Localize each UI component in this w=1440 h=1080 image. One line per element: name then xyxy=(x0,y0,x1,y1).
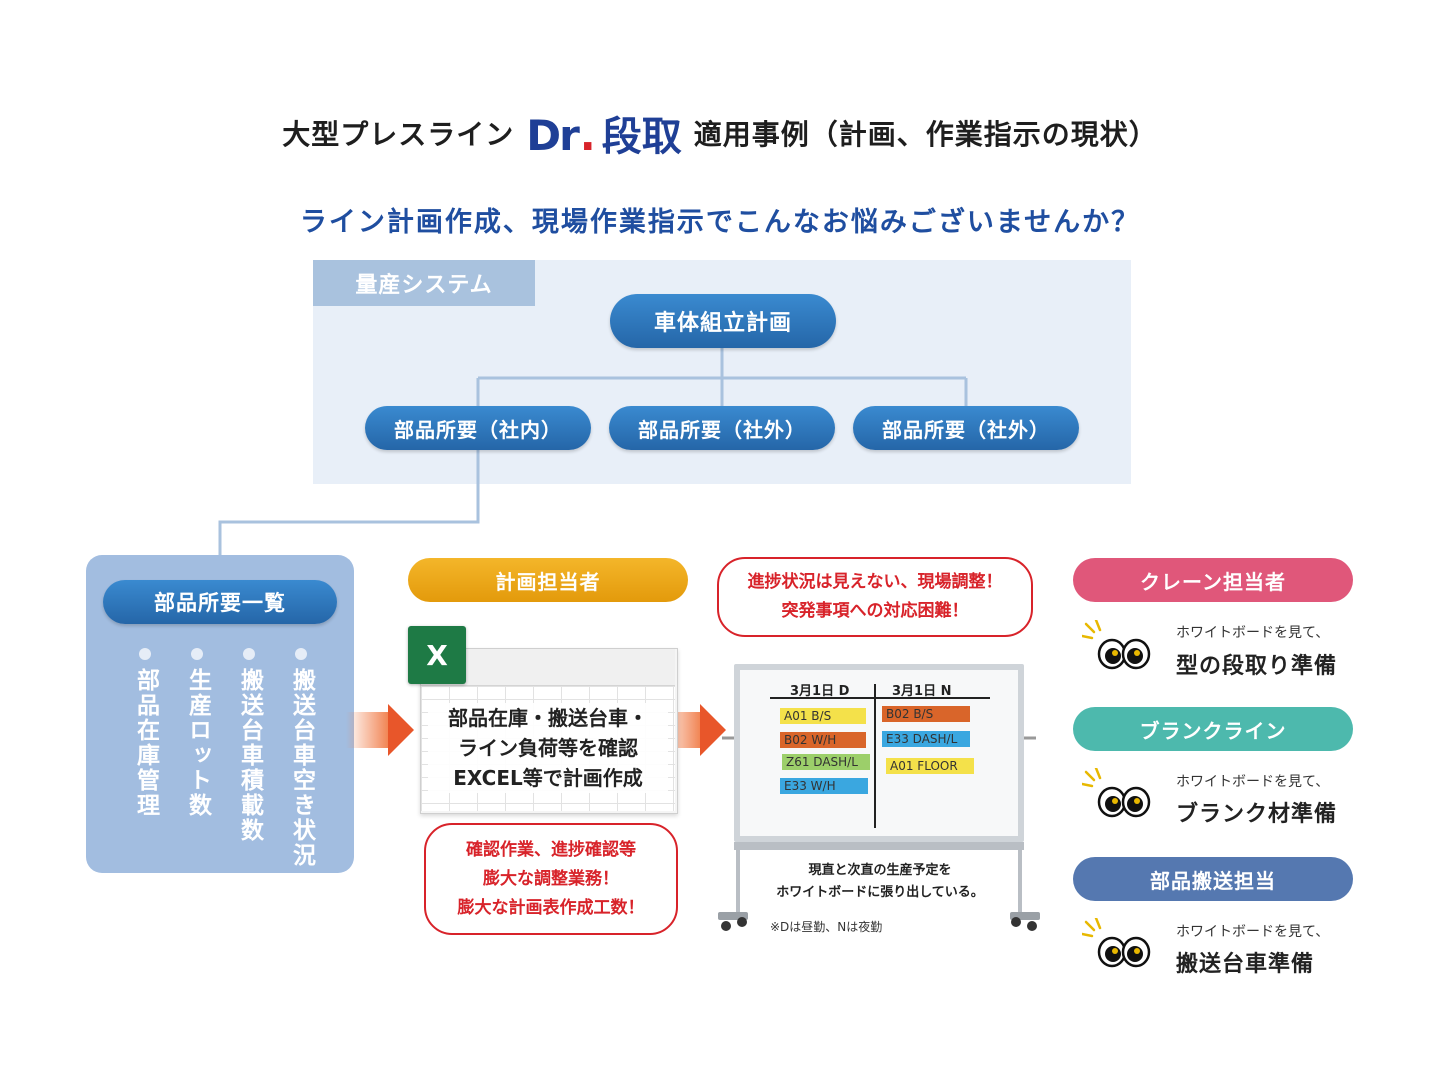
surprised-eyes-icon xyxy=(1082,620,1151,670)
whiteboard-tray xyxy=(734,842,1024,850)
node-parts-external-2: 部品所要（社外） xyxy=(853,406,1079,450)
planner-header: 計画担当者 xyxy=(408,558,688,602)
node-parts-external-1: 部品所要（社外） xyxy=(609,406,835,450)
planner-caption-line: 部品在庫・搬送台車・ xyxy=(448,706,648,730)
mass-system-label: 量産システム xyxy=(313,260,535,306)
list-item: 搬送台車空き状況 xyxy=(283,648,319,868)
top-node-vehicle-assembly-plan: 車体組立計画 xyxy=(610,294,836,348)
arrow-right-icon xyxy=(700,704,726,756)
whiteboard-issue-bubble: 進捗状況は見えない、現場調整！ 突発事項への対応困難！ xyxy=(717,557,1033,637)
magnet-tag: E33 DASH/L xyxy=(882,731,970,747)
parts-list-items: 部品在庫管理 生産ロット数 搬送台車積載数 搬送台車空き状況 xyxy=(118,648,328,868)
list-item: 生産ロット数 xyxy=(179,648,215,868)
bullet-icon xyxy=(295,648,307,660)
caster-icon xyxy=(721,921,731,931)
node-parts-internal: 部品所要（社内） xyxy=(365,406,591,450)
role-crane-header: クレーン担当者 xyxy=(1073,558,1353,602)
flow-arrow-1-tail xyxy=(346,712,392,748)
list-item: 部品在庫管理 xyxy=(127,648,163,868)
subtitle: ライン計画作成、現場作業指示でこんなお悩みございませんか？ xyxy=(299,207,1141,238)
role-crane-small: ホワイトボードを見て、 xyxy=(1176,625,1330,641)
excel-icon: X xyxy=(408,626,466,684)
logo-dot: . xyxy=(579,111,596,160)
whiteboard-issue-line: 進捗状況は見えない、現場調整！ xyxy=(747,572,1003,592)
whiteboard-caption-line: ホワイトボードに張り出している。 xyxy=(776,885,984,900)
title-suffix: 適用事例（計画、作業指示の現状） xyxy=(693,118,1158,151)
planner-caption: 部品在庫・搬送台車・ ライン負荷等を確認 EXCEL等で計画作成 xyxy=(428,703,668,793)
whiteboard-issue-line: 突発事項への対応困難！ xyxy=(781,601,969,621)
role-blank-small: ホワイトボードを見て、 xyxy=(1176,774,1330,790)
logo-dandori: 段取 xyxy=(601,114,682,160)
logo-dr: Dr xyxy=(526,111,580,160)
arrow-right-icon xyxy=(388,704,414,756)
magnet-tag: E33 W/H xyxy=(780,778,868,794)
surprised-eyes-icon xyxy=(1082,918,1151,968)
planner-issue-bubble: 確認作業、進捗確認等 膨大な調整業務！ 膨大な計画表作成工数！ xyxy=(424,823,678,935)
dr-dandori-logo: Dr . 段取 xyxy=(526,104,682,162)
role-crane-task: 型の段取り準備 xyxy=(1176,654,1338,679)
magnet-tag: B02 W/H xyxy=(780,732,866,748)
whiteboard-col-n-header: 3月1日 N xyxy=(892,684,952,699)
whiteboard-caption: 現直と次直の生産予定を ホワイトボードに張り出している。 xyxy=(736,860,1024,904)
title-prefix: 大型プレスライン xyxy=(282,118,515,151)
planner-issue-line: 膨大な調整業務！ xyxy=(483,868,619,889)
whiteboard-caption-line: 現直と次直の生産予定を xyxy=(808,863,952,878)
planner-caption-line: EXCEL等で計画作成 xyxy=(453,766,643,790)
magnet-tag: A01 B/S xyxy=(780,708,866,724)
magnet-tag: Z61 DASH/L xyxy=(782,754,870,770)
magnet-tag: B02 B/S xyxy=(882,706,970,722)
whiteboard-note: ※Dは昼勤、Nは夜勤 xyxy=(770,920,883,934)
planner-issue-line: 膨大な計画表作成工数！ xyxy=(457,897,645,918)
bullet-icon xyxy=(139,648,151,660)
parts-list-header: 部品所要一覧 xyxy=(103,580,337,624)
item-cart-load: 搬送台車積載数 xyxy=(236,668,263,843)
planner-caption-line: ライン負荷等を確認 xyxy=(458,736,638,760)
item-parts-inventory: 部品在庫管理 xyxy=(132,668,159,818)
role-blank-task: ブランク材準備 xyxy=(1176,802,1338,827)
magnet-tag: A01 FLOOR xyxy=(886,758,974,774)
item-lot-count: 生産ロット数 xyxy=(184,668,211,818)
bullet-icon xyxy=(191,648,203,660)
role-blank-line-header: ブランクライン xyxy=(1073,707,1353,751)
connector-to-parts-list xyxy=(218,450,480,558)
title-row: 大型プレスライン Dr . 段取 適用事例（計画、作業指示の現状） xyxy=(0,105,1440,161)
list-item: 搬送台車積載数 xyxy=(231,648,267,868)
caster-icon xyxy=(1027,921,1037,931)
role-transport-task: 搬送台車準備 xyxy=(1176,952,1315,977)
role-parts-transport-header: 部品搬送担当 xyxy=(1073,857,1353,901)
surprised-eyes-icon xyxy=(1082,768,1151,818)
planner-issue-line: 確認作業、進捗確認等 xyxy=(466,839,636,860)
bullet-icon xyxy=(243,648,255,660)
caster-icon xyxy=(737,917,747,927)
role-transport-small: ホワイトボードを見て、 xyxy=(1176,924,1330,940)
item-cart-availability: 搬送台車空き状況 xyxy=(288,668,315,868)
caster-icon xyxy=(1011,917,1021,927)
whiteboard-col-d-header: 3月1日 D xyxy=(790,684,850,699)
